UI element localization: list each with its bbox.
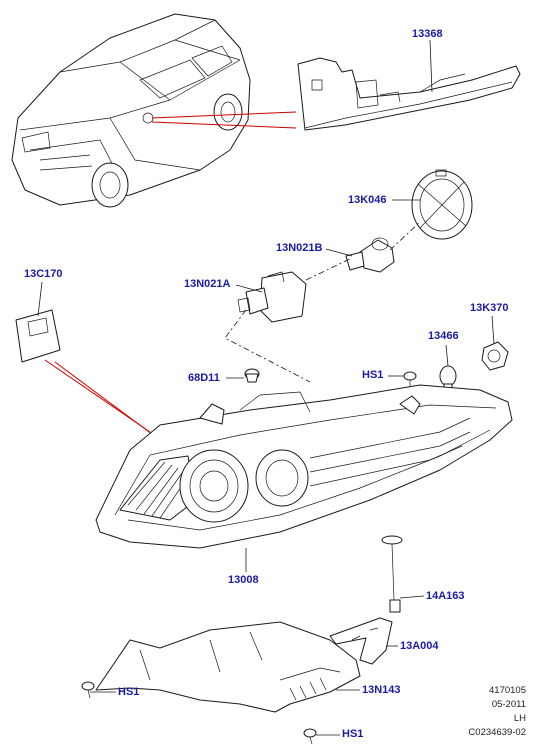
part-13K370-bulb-holder bbox=[481, 315, 509, 371]
callout-13C170[interactable]: 13C170 bbox=[24, 268, 63, 280]
callout-HS1-bottom[interactable]: HS1 bbox=[342, 728, 364, 740]
footer-side: LH bbox=[513, 713, 526, 724]
callout-14A163[interactable]: 14A163 bbox=[426, 590, 465, 602]
callout-13N021B[interactable]: 13N021B bbox=[276, 242, 323, 254]
part-13N021A-bulb bbox=[224, 257, 353, 383]
callout-13008[interactable]: 13008 bbox=[228, 574, 259, 586]
callout-HS1-left[interactable]: HS1 bbox=[118, 686, 140, 698]
part-13N143-undertray bbox=[95, 621, 361, 713]
part-13008-headlamp-assembly bbox=[95, 384, 513, 572]
footer-date: 05-2011 bbox=[491, 699, 526, 710]
callout-13K370[interactable]: 13K370 bbox=[470, 302, 509, 314]
part-13466-bulb bbox=[439, 344, 457, 393]
part-HS1-screw-bottom bbox=[303, 728, 340, 745]
part-13368-trim-strip bbox=[297, 39, 521, 131]
callout-HS1-top[interactable]: HS1 bbox=[362, 369, 384, 381]
callout-13N021A[interactable]: 13N021A bbox=[184, 278, 231, 290]
part-HS1-screw-left bbox=[81, 681, 116, 699]
callout-13368[interactable]: 13368 bbox=[412, 28, 443, 40]
footer-drawing-code: C0234639-02 bbox=[468, 727, 526, 738]
footer-illustration-number: 4170105 bbox=[489, 685, 526, 696]
part-13K046-bulb-cover bbox=[392, 169, 473, 240]
footer-reference-block: 4170105 05-2011 LH C0234639-02 bbox=[468, 684, 526, 740]
vehicle-locator-illustration bbox=[11, 13, 251, 208]
callout-13466[interactable]: 13466 bbox=[428, 330, 459, 342]
callout-13K046[interactable]: 13K046 bbox=[348, 194, 387, 206]
callout-13A004[interactable]: 13A004 bbox=[400, 640, 439, 652]
part-68D11-plug bbox=[226, 368, 260, 383]
part-14A163-sensor bbox=[381, 535, 425, 613]
part-13C170-module bbox=[15, 281, 61, 363]
callout-13N143[interactable]: 13N143 bbox=[362, 684, 401, 696]
callout-68D11[interactable]: 68D11 bbox=[188, 372, 220, 384]
part-13N021B-bulb bbox=[325, 221, 421, 273]
part-13A004-bracket bbox=[329, 617, 398, 665]
reference-lines bbox=[44, 111, 297, 441]
